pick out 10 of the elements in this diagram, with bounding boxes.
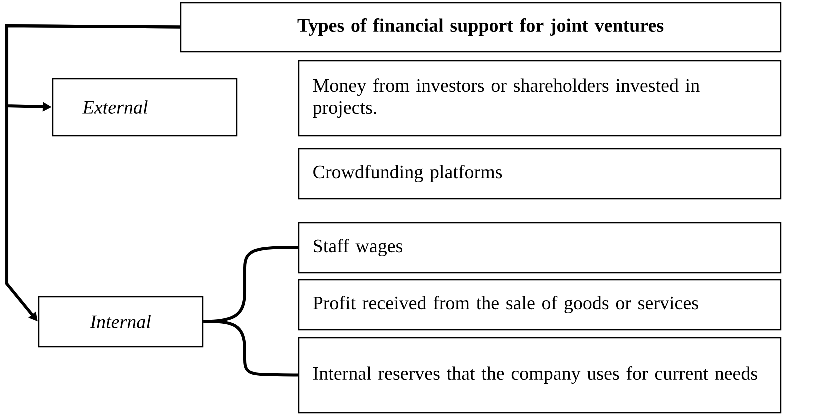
category-box: External xyxy=(52,78,238,137)
title-box: Types of financial support for joint ventures xyxy=(180,2,782,53)
brace xyxy=(204,246,298,324)
category-box: Internal xyxy=(38,296,204,348)
text-box: Money from investors or shareholders invested in projects. xyxy=(298,60,782,137)
text-box: Internal reserves that the company uses for current needs xyxy=(298,337,782,414)
brace xyxy=(204,320,298,377)
text-box: Crowdfunding platforms xyxy=(298,148,782,200)
text-box: Staff wages xyxy=(298,222,782,274)
text-box: Profit received from the sale of goods or services xyxy=(298,279,782,331)
